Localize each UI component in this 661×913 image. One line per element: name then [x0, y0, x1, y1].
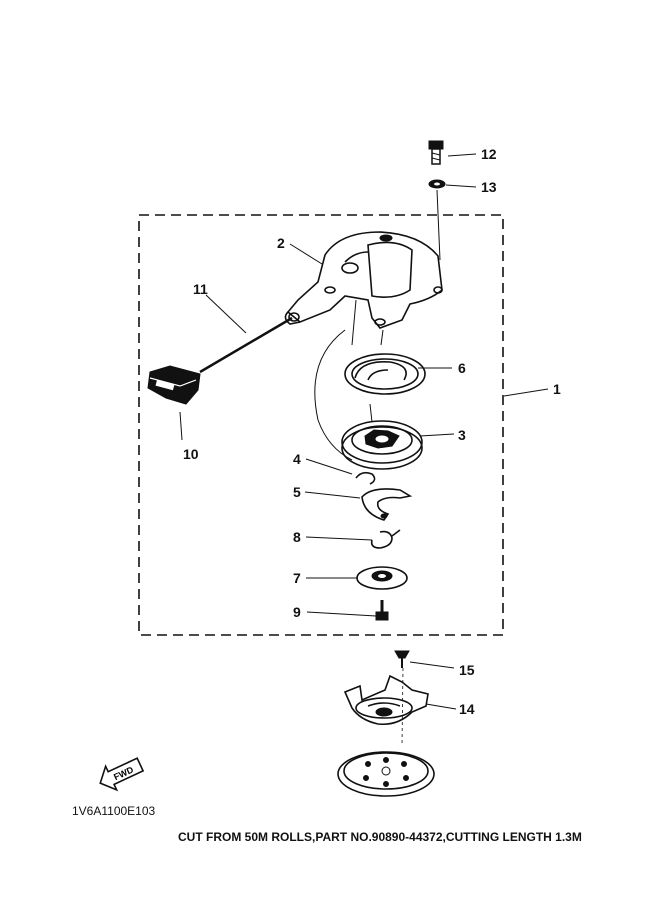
label-part-15: 15 — [459, 662, 475, 678]
part-14-starter-pulley — [343, 674, 429, 726]
label-part-11: 11 — [193, 281, 208, 297]
label-part-6: 6 — [458, 360, 466, 376]
label-part-13: 13 — [481, 179, 497, 195]
label-part-10: 10 — [183, 446, 199, 462]
label-part-5: 5 — [293, 484, 301, 500]
assembly-boundary — [138, 214, 504, 636]
part-2-starter-housing — [284, 231, 443, 346]
leader-lines — [179, 153, 549, 710]
flywheel-plate — [337, 751, 435, 797]
part-5-drive-pawl — [361, 488, 413, 521]
part-3-sheave-drum — [341, 403, 423, 470]
part-9-bolt — [375, 600, 389, 621]
label-part-2: 2 — [277, 235, 285, 251]
part-13-washer — [428, 179, 446, 261]
part-12-bolt — [428, 140, 444, 165]
fwd-arrow: FWD — [99, 757, 145, 792]
footer-note: CUT FROM 50M ROLLS,PART NO.90890-44372,C… — [178, 830, 582, 844]
part-6-spiral-spring — [344, 353, 426, 395]
part-7-drive-plate — [356, 566, 408, 590]
label-part-9: 9 — [293, 604, 301, 620]
label-part-4: 4 — [293, 451, 301, 467]
part-10-starter-handle — [147, 365, 201, 405]
label-part-7: 7 — [293, 570, 301, 586]
label-part-8: 8 — [293, 529, 301, 545]
part-11-starter-rope — [199, 316, 353, 461]
label-part-3: 3 — [458, 427, 466, 443]
label-part-12: 12 — [481, 146, 497, 162]
part-4-spring — [355, 471, 376, 485]
drawing-code: 1V6A1100E103 — [72, 804, 156, 818]
label-part-1: 1 — [553, 381, 561, 397]
label-part-14: 14 — [459, 701, 475, 717]
part-15-screw — [394, 650, 410, 746]
part-8-circlip — [370, 529, 401, 549]
